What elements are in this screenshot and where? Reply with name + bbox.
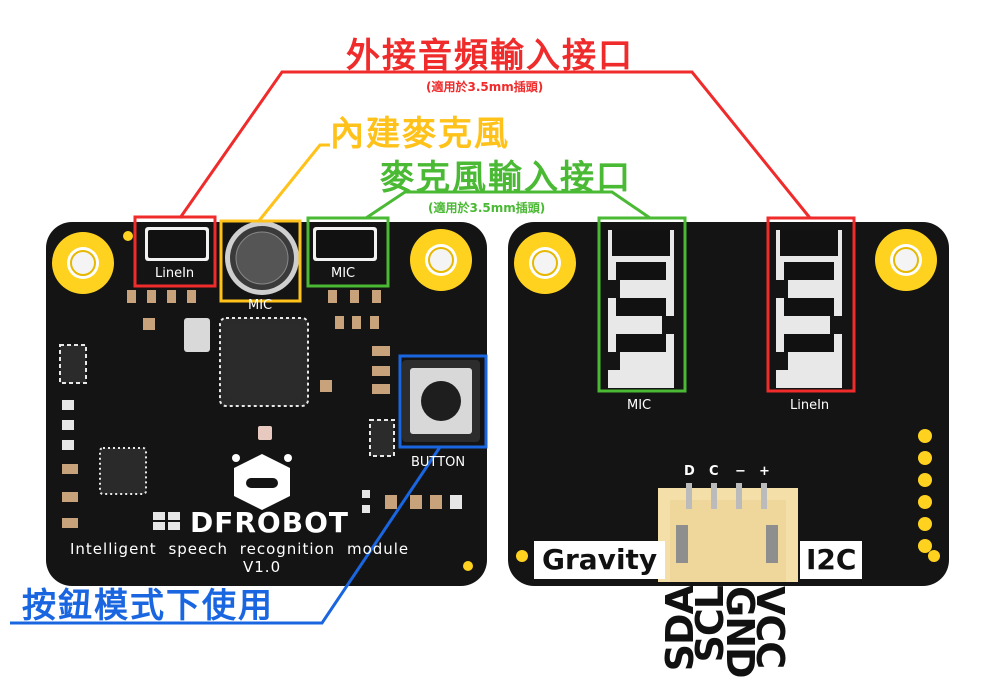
line-button-mode: [10, 446, 442, 625]
back-linein-label: LineIn: [790, 398, 830, 413]
main-chip: [219, 317, 309, 407]
i2c-connector: [658, 483, 798, 582]
button-label: BUTTON: [411, 455, 466, 470]
highlight-front-mic: [306, 216, 390, 288]
i2c-tag: I2C: [800, 541, 863, 579]
highlight-button: [398, 354, 488, 449]
small-chip: [99, 447, 147, 495]
mount-hole-front-right: [410, 229, 472, 291]
callout-external-audio-note: (適用於3.5mm插頭): [426, 80, 544, 94]
ic-right: [369, 419, 395, 457]
back-mic-label: MIC: [627, 398, 652, 413]
line-mic-input: [365, 190, 651, 220]
pin-top-plus: +: [759, 464, 770, 479]
mount-hole-front-left: [52, 232, 114, 294]
highlight-front-linein: [133, 215, 217, 288]
front-linein-jack: [145, 227, 209, 261]
mount-hole-back-left: [514, 232, 576, 294]
mount-hole-back-right: [875, 229, 937, 291]
callout-button-mode: 按鈕模式下使用: [22, 586, 274, 626]
pin-top-c: C: [709, 464, 719, 479]
front-mic-jack-label: MIC: [331, 266, 356, 281]
gravity-pads: [918, 429, 932, 553]
ic-left: [59, 344, 87, 384]
gravity-tag: Gravity: [534, 541, 666, 579]
status-led: [258, 426, 272, 440]
back-mic-jack: [608, 230, 674, 388]
brand-logo-text: DFROBOT: [190, 506, 349, 539]
smd-components: [62, 290, 442, 528]
pin-name-vcc: VCC: [748, 586, 792, 669]
line-builtin-mic: [256, 143, 330, 223]
front-linein-label: LineIn: [155, 266, 195, 281]
pin-top-d: D: [684, 464, 695, 479]
module-version: V1.0: [243, 558, 282, 576]
onboard-mic-label: MIC: [248, 298, 273, 313]
callout-mic-input: 麥克風輸入接口: [380, 158, 632, 198]
front-mic-jack: [313, 227, 377, 261]
callout-mic-input-note: (適用於3.5mm插頭): [428, 201, 546, 215]
back-linein-jack: [776, 230, 842, 388]
callout-builtin-mic: 內建麥克風: [330, 114, 510, 154]
push-button: [402, 360, 480, 442]
onboard-microphone: [225, 221, 299, 295]
crystal: [184, 318, 210, 352]
robot-logo: [232, 454, 292, 510]
line-external-audio: [178, 70, 812, 219]
callout-external-audio: 外接音頻輸入接口: [346, 36, 634, 76]
module-description: Intelligent speech recognition module: [70, 540, 410, 558]
highlight-back-linein: [766, 216, 856, 393]
pin-top-minus: −: [735, 464, 746, 479]
highlight-back-mic: [597, 216, 687, 393]
